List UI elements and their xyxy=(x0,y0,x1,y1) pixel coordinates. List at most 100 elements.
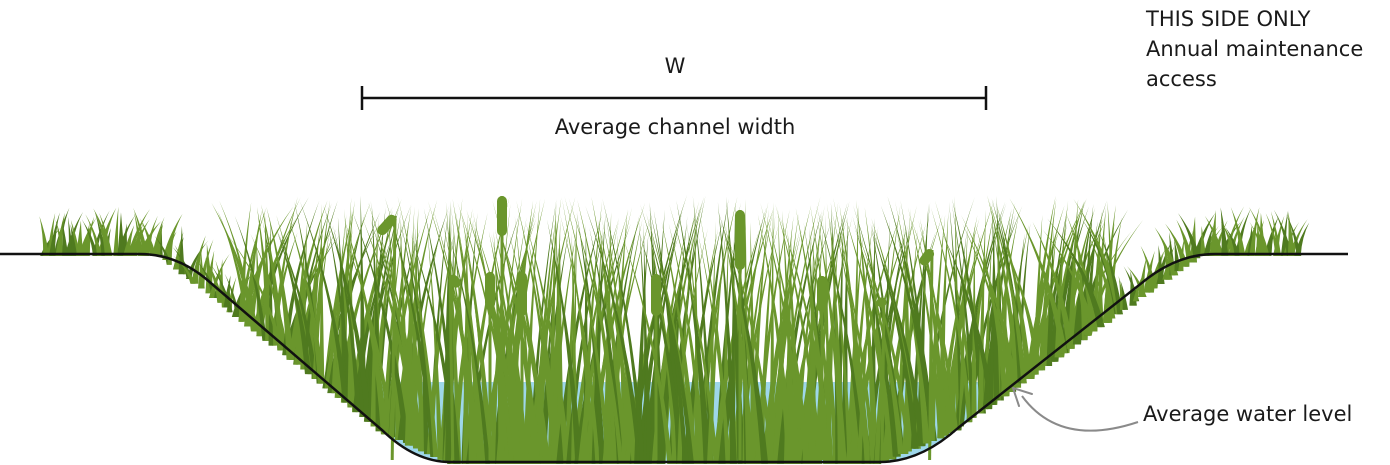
grass-blade xyxy=(1127,266,1147,297)
grass-blade xyxy=(638,221,653,464)
grass-blade xyxy=(718,212,769,464)
grass-blade xyxy=(1200,225,1206,256)
grass-blade xyxy=(1120,280,1129,310)
grass-blade xyxy=(382,223,404,435)
grass-blade xyxy=(1248,207,1270,256)
grass-blade xyxy=(409,232,440,446)
grass-blade xyxy=(380,227,421,432)
grass-blade xyxy=(1273,209,1293,256)
grass-blade xyxy=(941,231,995,405)
grass-blade xyxy=(152,216,165,256)
access-note-line-3: access xyxy=(1146,67,1217,91)
grass-blade xyxy=(247,232,272,327)
cattail-head xyxy=(735,210,745,270)
grass-blade xyxy=(1097,228,1123,315)
grass-blade xyxy=(133,207,149,256)
grass-blade xyxy=(525,222,571,464)
grass-blade xyxy=(1285,213,1302,256)
grass-blade xyxy=(535,197,562,464)
cattail-head xyxy=(919,249,935,266)
grass-blade xyxy=(602,198,646,464)
grass-blade xyxy=(1220,207,1229,256)
grass-blade xyxy=(55,219,65,256)
grass-blade xyxy=(661,221,698,464)
grass-blade xyxy=(769,202,775,465)
pointer-arrow-curve xyxy=(1021,395,1139,432)
grass-blade xyxy=(282,200,320,356)
grass-blade xyxy=(378,229,424,452)
grass-blade xyxy=(1055,219,1079,358)
grass-blade xyxy=(920,218,947,436)
grass-blade xyxy=(724,222,764,464)
grass-blade xyxy=(1203,225,1214,256)
grass-blade xyxy=(276,228,312,375)
grass-blade xyxy=(676,200,711,464)
grass-blade xyxy=(1204,215,1224,256)
grass-blade xyxy=(683,219,724,464)
cattail-head xyxy=(651,274,661,316)
width-caption: Average channel width xyxy=(555,115,796,139)
grass-blade xyxy=(669,204,719,464)
grass-blade xyxy=(648,225,680,464)
grass-blade xyxy=(1192,212,1216,259)
water-level-pointer: Average water level xyxy=(1012,387,1352,432)
grass-blade xyxy=(276,229,318,379)
grass-blade xyxy=(989,200,1027,384)
grass-blade xyxy=(574,223,631,464)
grass-blade xyxy=(324,200,372,389)
grass-blade xyxy=(526,233,560,464)
cattail-stem xyxy=(448,275,455,461)
grass-blade xyxy=(597,219,635,464)
grass-blade xyxy=(1140,245,1157,289)
grass-blade xyxy=(173,255,196,284)
grass-blade xyxy=(975,225,1009,397)
grass-blade xyxy=(516,200,558,464)
grass-blade xyxy=(757,214,794,464)
grass-blade xyxy=(562,199,595,464)
ground-profile-line xyxy=(0,252,1348,464)
access-note-line-2: Annual maintenance xyxy=(1146,37,1364,61)
grass-blade xyxy=(977,209,986,414)
grass-blade xyxy=(576,212,606,464)
grass-blade xyxy=(139,218,157,256)
grass-blade xyxy=(323,205,372,422)
grass-blade xyxy=(591,212,606,464)
grass-blade xyxy=(1228,216,1245,256)
grass-blade xyxy=(894,201,931,444)
grass-blade xyxy=(197,251,205,289)
grass-blade xyxy=(959,202,1007,427)
grass-blade xyxy=(896,230,930,444)
grass-blade xyxy=(997,230,1042,371)
grass-blade xyxy=(497,226,551,464)
grass-blade xyxy=(250,233,289,356)
cattail-head xyxy=(876,297,887,308)
grass-blade xyxy=(717,201,737,464)
grass-blade xyxy=(839,204,866,464)
grass-blade xyxy=(540,228,570,464)
grass-blade xyxy=(907,207,943,439)
grass-blade xyxy=(1157,245,1165,285)
grass-blade xyxy=(601,219,638,464)
grass-blade xyxy=(397,196,439,457)
grass-blade xyxy=(1073,199,1123,315)
grass-blade xyxy=(951,198,986,414)
grass-blade xyxy=(62,221,69,256)
grass-blade xyxy=(1230,206,1246,256)
grass-blade xyxy=(816,216,847,464)
grass-blade xyxy=(758,215,776,464)
grass-blade xyxy=(427,229,443,460)
grass-blade xyxy=(648,206,689,464)
grass-blade xyxy=(699,215,731,464)
grass-blade xyxy=(299,201,349,403)
grass-blade xyxy=(1042,229,1097,332)
grass-blade xyxy=(946,214,978,434)
grass-blade xyxy=(767,218,810,464)
grass-blade xyxy=(1177,213,1201,259)
grass-blade xyxy=(826,202,853,465)
grass-blade xyxy=(81,219,99,256)
grass-blade xyxy=(46,212,56,256)
grass-blade xyxy=(266,207,294,360)
grass-blade xyxy=(494,228,529,464)
grass-blade xyxy=(351,210,410,443)
